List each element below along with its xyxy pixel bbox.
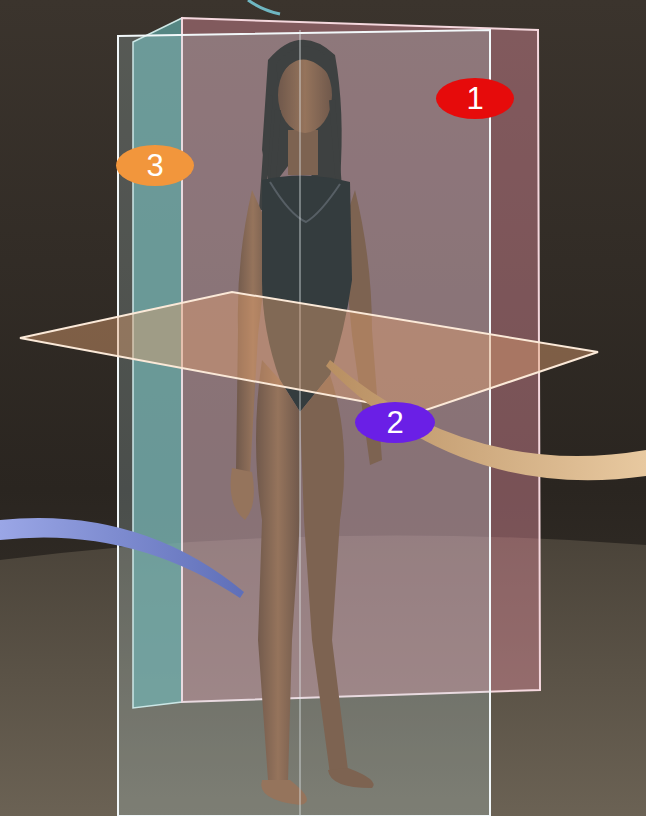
- callout-number: 2: [386, 407, 403, 438]
- callout-oval: 3: [116, 145, 194, 186]
- callout-number: 3: [146, 150, 163, 181]
- callout-oval: 1: [436, 78, 514, 119]
- callout-number: 1: [466, 83, 483, 114]
- callout-oval: 2: [355, 402, 435, 443]
